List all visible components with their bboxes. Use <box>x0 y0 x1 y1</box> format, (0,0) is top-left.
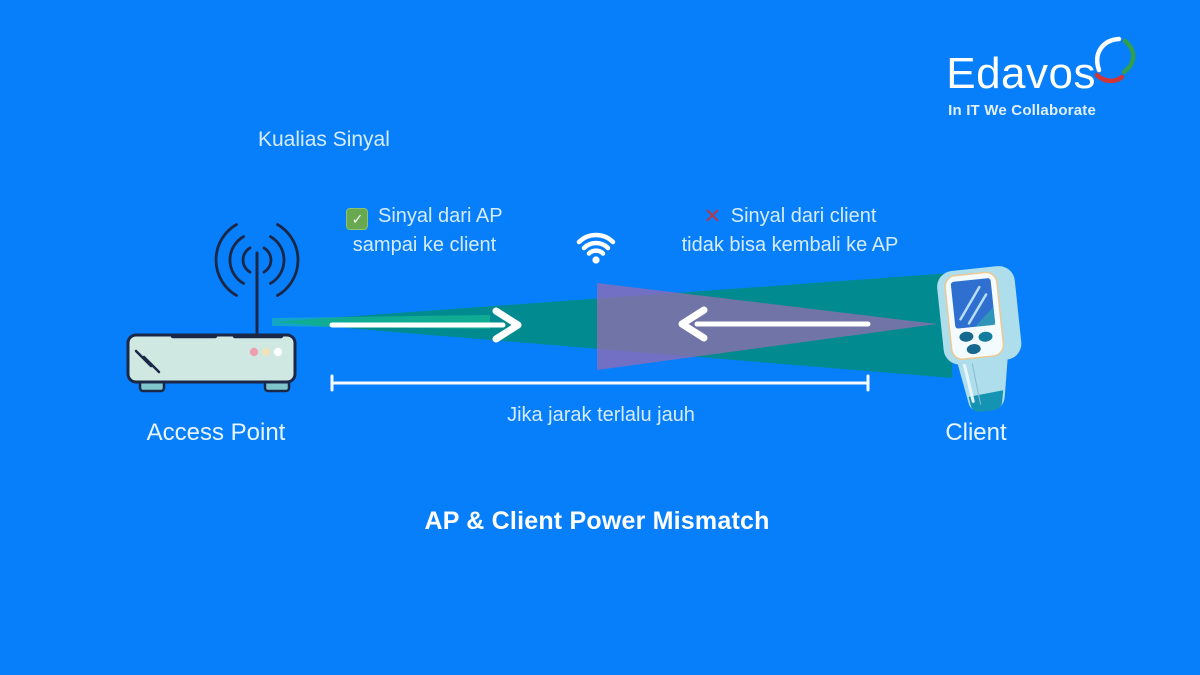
client-note-text1: Sinyal dari client <box>730 205 877 227</box>
signal-quality-label: Kualias Sinyal <box>258 128 390 151</box>
router-body <box>126 333 297 384</box>
logo-text: Edavos <box>946 49 1096 98</box>
arrow-left <box>678 306 871 342</box>
device-buttons <box>959 331 993 355</box>
ap-note-text1: Sinyal dari AP <box>378 205 503 227</box>
client-signal-note: ✕ Sinyal dari client tidak bisa kembali … <box>635 202 945 260</box>
check-icon: ✓ <box>346 208 369 230</box>
access-point-illustration <box>126 223 300 393</box>
device-screen <box>950 278 996 329</box>
access-point-label: Access Point <box>146 419 286 446</box>
ap-note-line2: sampai ke client <box>352 234 497 256</box>
ap-signal-note: ✓ Sinyal dari AP sampai ke client <box>322 202 527 260</box>
logo-swirl-icon <box>1094 36 1136 83</box>
client-note-line2: tidak bisa kembali ke AP <box>681 234 899 256</box>
logo: Edavos In IT We Collaborate <box>946 49 1096 120</box>
logo-tagline: In IT We Collaborate <box>948 102 1096 119</box>
client-device-illustration <box>937 266 1022 412</box>
arrow-right <box>329 307 522 343</box>
antenna-waves-icon <box>214 223 300 297</box>
cross-icon: ✕ <box>703 205 722 228</box>
ap-note-line1: ✓ Sinyal dari AP <box>322 202 527 231</box>
client-note-line1: ✕ Sinyal dari client <box>635 202 945 231</box>
page-title: AP & Client Power Mismatch <box>424 507 770 535</box>
router-slashes <box>134 349 161 374</box>
distance-label: Jika jarak terlalu jauh <box>507 404 695 426</box>
wifi-icon <box>576 232 616 264</box>
client-label: Client <box>945 419 1007 446</box>
distance-line <box>330 374 870 392</box>
device-handle-cap <box>968 390 1004 412</box>
router-leds <box>249 347 283 357</box>
